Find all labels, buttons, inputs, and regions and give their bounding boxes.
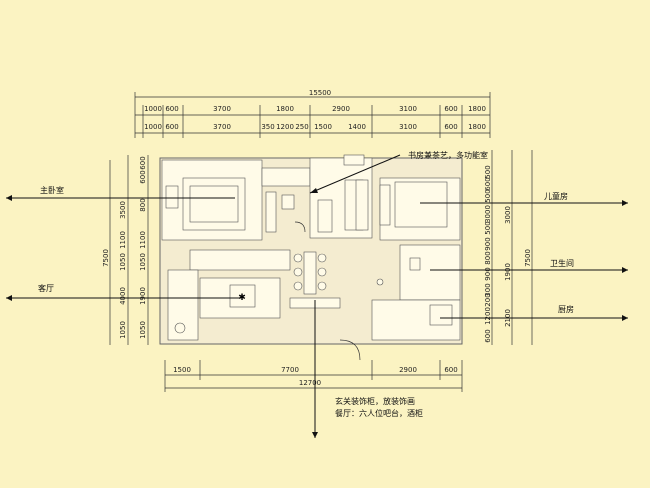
dim-right-inner-9: 200 <box>484 293 492 306</box>
dim-left-outer-4: 1050 <box>119 321 127 339</box>
dim-left-outer-1: 1100 <box>119 231 127 249</box>
label-foyer: 玄关装饰柜，放装饰画 <box>335 396 415 406</box>
dim-right-inner-8: 300 <box>484 283 492 296</box>
master-bed-inner <box>189 185 239 223</box>
dim-left-outer-0: 3500 <box>119 201 127 219</box>
toilet <box>281 194 295 210</box>
dim-top2-1: 600 <box>165 123 178 131</box>
dim-right-inner-6: 800 <box>484 251 492 264</box>
dim-right-inner-3: 3000 <box>484 205 492 223</box>
bathroom-room <box>399 244 461 301</box>
dim-top2-6: 1500 <box>314 123 332 131</box>
dim-top1-7: 1800 <box>468 105 486 113</box>
dim-top2-7: 1400 <box>348 123 366 131</box>
label-kids-room: 儿童房 <box>544 191 568 201</box>
dim-right-inner-1: 600 <box>484 177 492 190</box>
dim-left-outer-3: 4000 <box>119 287 127 305</box>
plan-walls: ✱ <box>159 154 463 361</box>
label-bathroom: 卫生间 <box>550 258 574 268</box>
nightstand <box>165 185 179 209</box>
stove <box>429 304 453 326</box>
dim-top2-3: 350 <box>261 123 274 131</box>
dim-top2-0: 1000 <box>144 123 162 131</box>
dim-top1-4: 2900 <box>332 105 350 113</box>
label-dining: 餐厅：六人位吧台，酒柜 <box>335 408 423 418</box>
dim-left-inner-0: 600 <box>139 156 147 169</box>
dim-right-outer-1: 1900 <box>504 263 512 281</box>
dim-right-inner-7: 900 <box>484 267 492 280</box>
study-shelf <box>317 199 333 233</box>
dim-left-inner-4: 1050 <box>139 253 147 271</box>
top-dimensions: 15500 1000 600 3700 1800 2900 3100 600 1… <box>134 89 491 138</box>
bathtub <box>261 167 311 187</box>
dim-top2-4: 1200 <box>276 123 294 131</box>
dim-right-outer-0: 3000 <box>504 206 512 224</box>
dim-bottom-3: 600 <box>444 366 457 374</box>
dim-top1-6: 600 <box>444 105 457 113</box>
dim-top2-8: 3100 <box>399 123 417 131</box>
dim-right-inner-2: 500 <box>484 189 492 202</box>
dim-bottom-2: 2900 <box>399 366 417 374</box>
study-cabinet-2 <box>355 179 369 231</box>
left-dimensions: 7500 3500 1100 1050 4000 1050 600 600 80… <box>102 155 149 345</box>
dim-right-inner-5: 900 <box>484 237 492 250</box>
label-master-bedroom: 主卧室 <box>40 185 64 195</box>
right-dimensions: 500 600 500 3000 500 900 800 900 300 200… <box>484 150 533 345</box>
label-living-room: 客厅 <box>38 283 54 293</box>
annotation-arrows <box>6 154 628 438</box>
plant-icon <box>174 322 186 334</box>
dim-bottom-total: 12700 <box>299 379 321 387</box>
dim-left-inner-2: 800 <box>139 198 147 211</box>
dim-top1-1: 600 <box>165 105 178 113</box>
dim-right-inner-10: 1200 <box>484 307 492 325</box>
label-kitchen: 厨房 <box>558 304 574 314</box>
sink-icon <box>376 278 384 286</box>
dim-right-total: 7500 <box>524 249 532 267</box>
study-desk <box>343 154 365 166</box>
door-arc <box>294 221 306 233</box>
dim-top2-10: 1800 <box>468 123 486 131</box>
entry-door <box>339 339 361 361</box>
wardrobe <box>265 191 277 233</box>
bottom-dimensions: 1500 7700 2900 600 12700 <box>164 360 463 392</box>
label-study: 书房兼茶艺，多功能室 <box>408 150 488 160</box>
dim-left-inner-6: 1050 <box>139 321 147 339</box>
kids-wardrobe <box>379 184 391 226</box>
coffee-table <box>229 284 256 308</box>
dim-bottom-0: 1500 <box>173 366 191 374</box>
dim-top-row2: 1000 600 3700 350 1200 250 1500 1400 310… <box>144 123 486 131</box>
dim-top1-3: 1800 <box>276 105 294 113</box>
dim-top-total: 15500 <box>309 89 331 97</box>
dim-top1-2: 3700 <box>213 105 231 113</box>
basin <box>409 257 421 271</box>
dim-right-inner-4: 500 <box>484 221 492 234</box>
dim-top2-2: 3700 <box>213 123 231 131</box>
dim-top1-5: 3100 <box>399 105 417 113</box>
rug-icon: ✱ <box>238 293 246 303</box>
dim-top2-5: 250 <box>295 123 308 131</box>
dining-chairs <box>293 251 327 295</box>
dim-left-inner-5: 1900 <box>139 287 147 305</box>
kids-bed <box>394 181 448 228</box>
dim-top2-9: 600 <box>444 123 457 131</box>
dim-left-total: 7500 <box>102 249 110 267</box>
dim-left-outer-2: 1050 <box>119 253 127 271</box>
dim-left-inner-3: 1100 <box>139 231 147 249</box>
dim-left-inner-1: 600 <box>139 170 147 183</box>
dim-right-inner-0: 500 <box>484 165 492 178</box>
dim-top-row1: 1000 600 3700 1800 2900 3100 600 1800 <box>144 105 486 113</box>
dim-right-inner-11: 600 <box>484 329 492 342</box>
dim-bottom-1: 7700 <box>281 366 299 374</box>
dim-top1-0: 1000 <box>144 105 162 113</box>
sofa-top <box>189 249 291 271</box>
